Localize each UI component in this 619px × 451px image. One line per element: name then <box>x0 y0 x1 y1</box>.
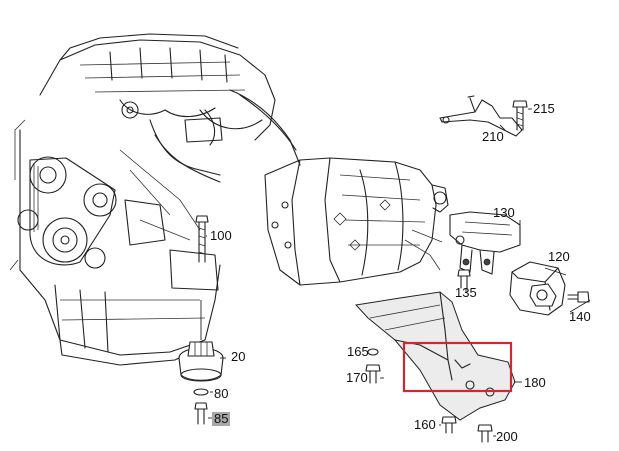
washer-165 <box>367 348 379 356</box>
label-200[interactable]: 200 <box>496 429 518 444</box>
mount-120 <box>509 261 566 316</box>
label-215[interactable]: 215 <box>533 101 555 116</box>
label-210[interactable]: 210 <box>482 129 504 144</box>
label-130[interactable]: 130 <box>493 205 515 220</box>
highlight-callout-box <box>402 341 513 393</box>
bolt-160 <box>441 416 457 434</box>
bolt-135 <box>457 269 471 289</box>
crossmember-180 <box>354 291 516 421</box>
label-165[interactable]: 165 <box>347 344 369 359</box>
bolt-140 <box>567 291 590 303</box>
bolt-100 <box>195 215 209 263</box>
label-80[interactable]: 80 <box>214 386 229 401</box>
label-160[interactable]: 160 <box>414 417 436 432</box>
bolt-85 <box>194 402 208 425</box>
label-135[interactable]: 135 <box>455 285 477 300</box>
engine-block <box>9 33 301 366</box>
bracket-130 <box>449 211 521 275</box>
transmission-housing <box>264 157 449 286</box>
label-180[interactable]: 180 <box>524 375 546 390</box>
label-20[interactable]: 20 <box>231 349 246 364</box>
label-140[interactable]: 140 <box>569 309 591 324</box>
bolt-200 <box>477 424 493 443</box>
bolt-215 <box>512 100 528 131</box>
label-120[interactable]: 120 <box>548 249 570 264</box>
washer-80 <box>193 388 209 396</box>
label-85-highlighted[interactable]: 85 <box>212 411 231 426</box>
label-170[interactable]: 170 <box>346 370 368 385</box>
engine-mount-20 <box>178 300 224 382</box>
bolt-170 <box>365 364 381 384</box>
label-100[interactable]: 100 <box>210 228 232 243</box>
bracket-210 <box>439 95 523 137</box>
